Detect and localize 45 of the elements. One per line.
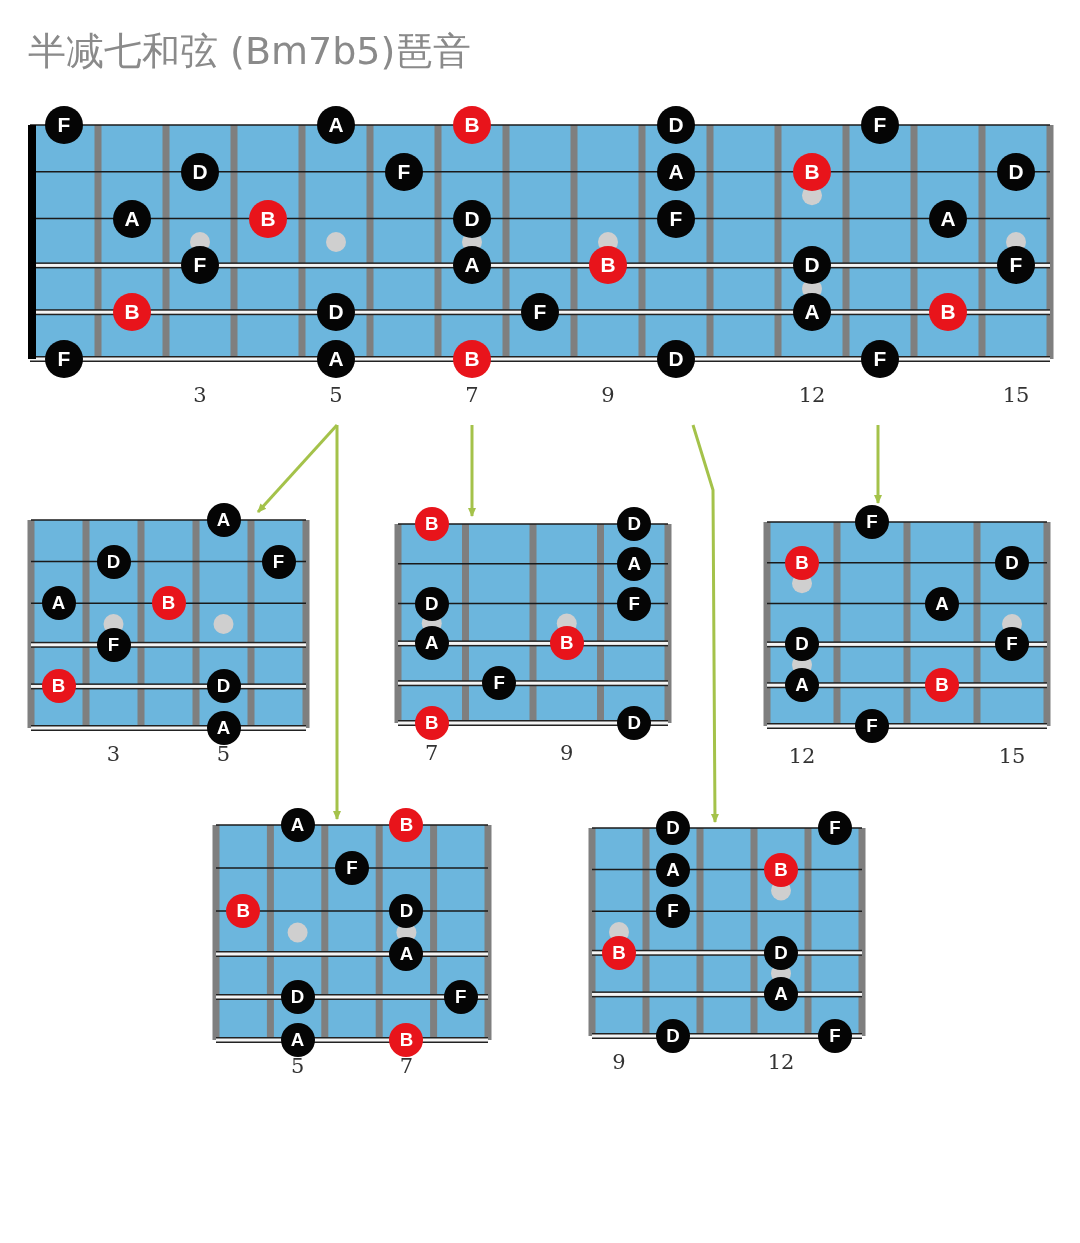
- fret-number: 9: [612, 1050, 626, 1074]
- fret-number: 3: [193, 383, 207, 407]
- note-dot: F: [861, 106, 899, 144]
- note-dot: B: [453, 340, 491, 378]
- note-dot: B: [389, 1023, 424, 1057]
- note-dot: D: [657, 106, 695, 144]
- note-dot: F: [855, 709, 889, 743]
- note-dot: F: [855, 505, 889, 539]
- note-dot: D: [657, 340, 695, 378]
- fret-number: 15: [998, 744, 1026, 768]
- fret-number: 7: [399, 1054, 414, 1078]
- note-dot: A: [280, 808, 315, 842]
- fret-number: 9: [601, 383, 615, 407]
- note-dot: A: [206, 503, 241, 537]
- note-dot: F: [45, 106, 83, 144]
- fret-number: 7: [465, 383, 479, 407]
- note-dot: B: [453, 106, 491, 144]
- note-dot: D: [617, 706, 652, 740]
- arrow: [691, 424, 719, 823]
- fret-number: 5: [329, 383, 343, 407]
- note-dot: B: [414, 507, 449, 541]
- fret-number: 7: [425, 741, 439, 765]
- note-dot: F: [861, 340, 899, 378]
- arrow: [256, 424, 339, 513]
- fret-number: 12: [788, 744, 816, 768]
- fret-number: 9: [560, 741, 574, 765]
- note-dot: B: [389, 808, 424, 842]
- fret-number: 15: [1002, 383, 1030, 407]
- arrow: [468, 425, 476, 517]
- note-dot: A: [317, 340, 355, 378]
- arrow: [333, 425, 341, 820]
- note-dot: D: [656, 1019, 690, 1053]
- note-dot: A: [317, 106, 355, 144]
- note-dot: F: [45, 340, 83, 378]
- fret-number: 12: [767, 1050, 795, 1074]
- note-dot: F: [818, 811, 852, 845]
- fret-number: 5: [216, 742, 231, 766]
- fret-number: 5: [290, 1054, 305, 1078]
- fret-number: 12: [798, 383, 826, 407]
- title: 半减七和弦 (Bm7b5)琶音: [28, 28, 472, 75]
- arrow: [874, 425, 882, 504]
- note-dot: F: [818, 1019, 852, 1053]
- fret-number: 3: [106, 742, 121, 766]
- note-dot: D: [617, 507, 652, 541]
- note-dot: D: [656, 811, 690, 845]
